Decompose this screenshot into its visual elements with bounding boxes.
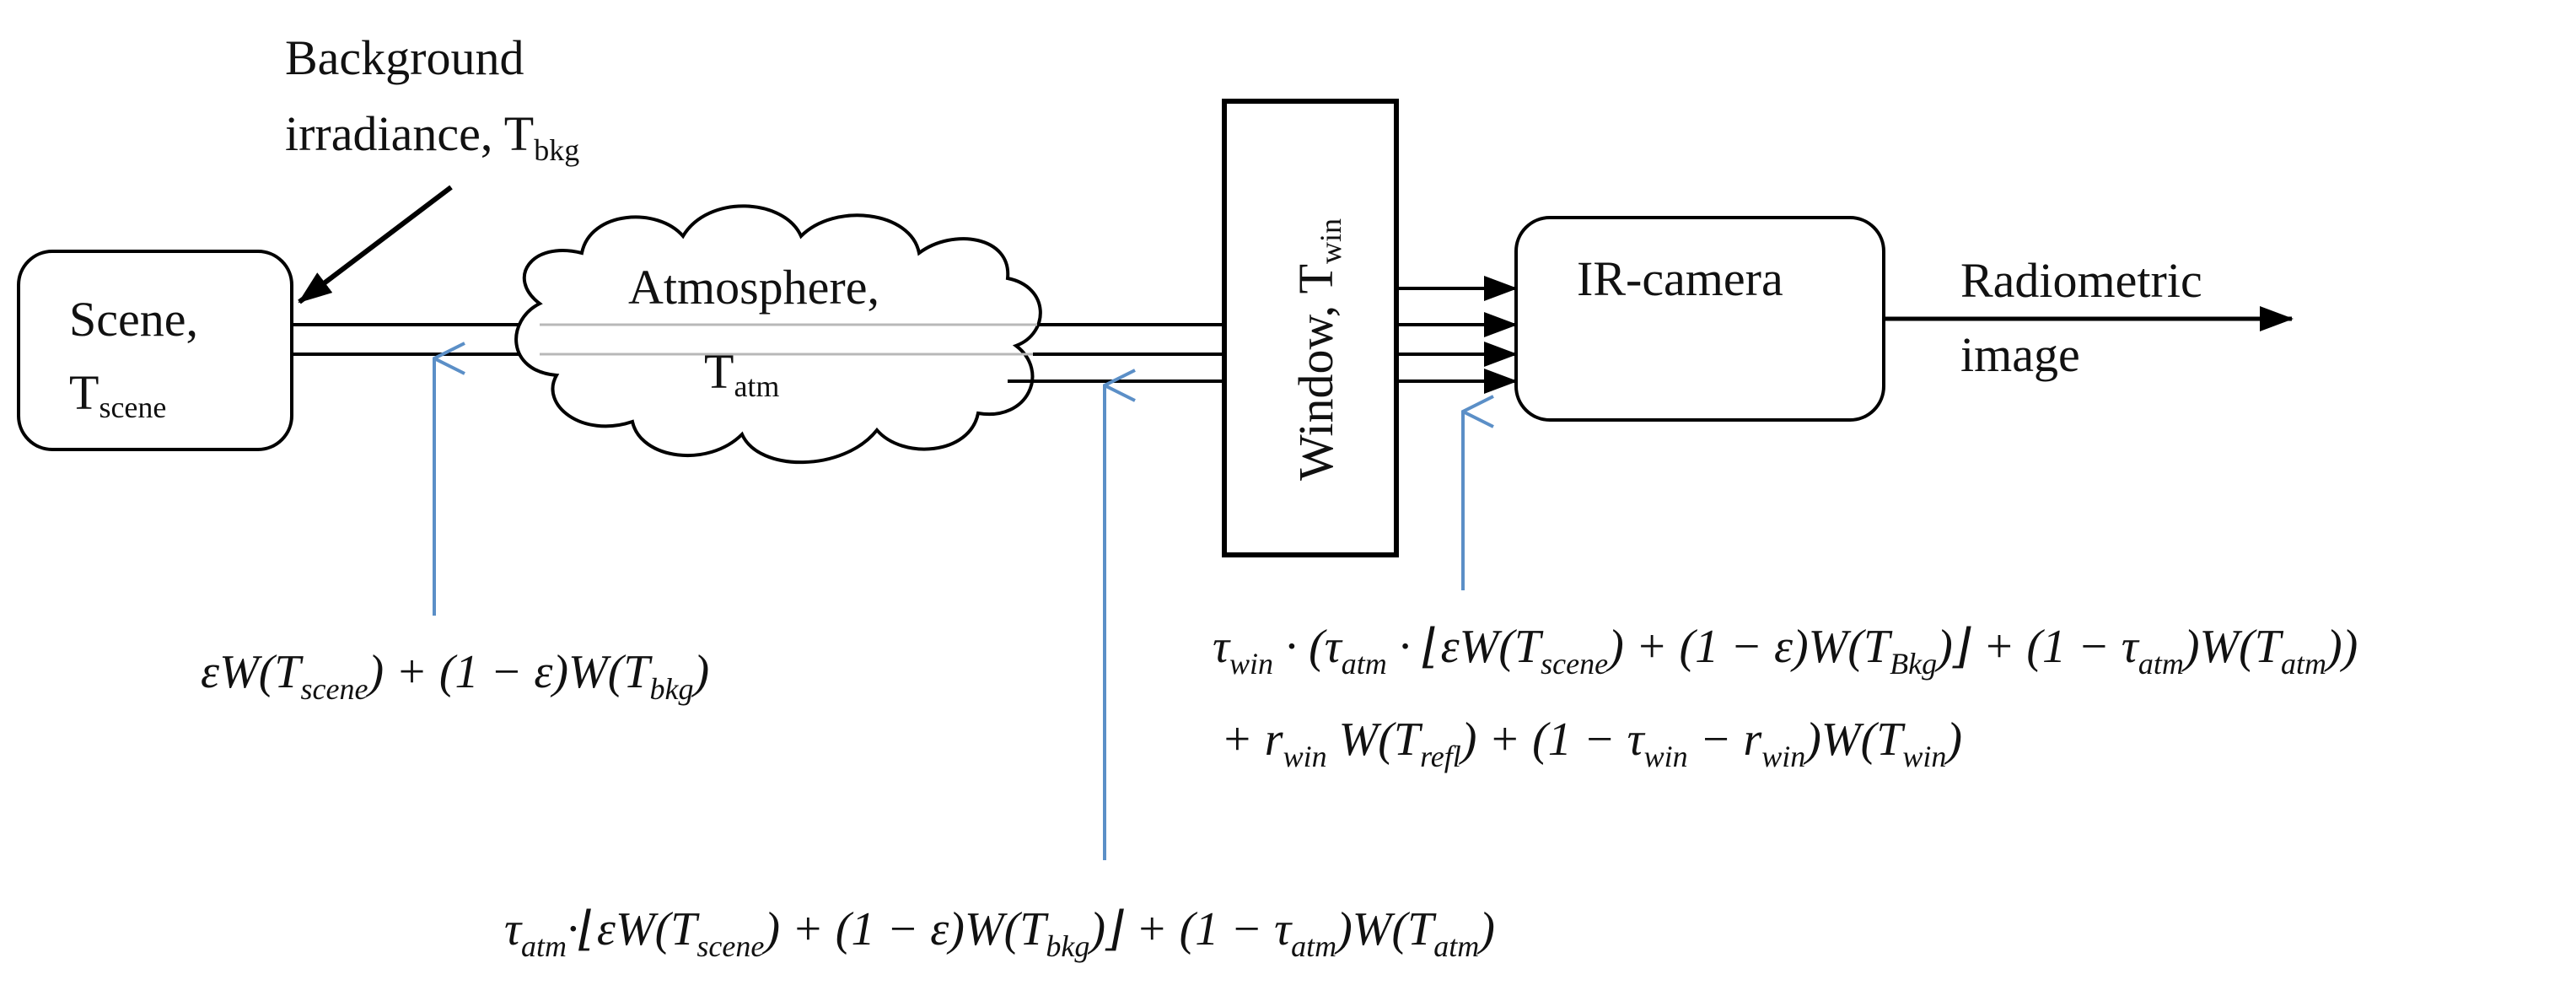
scene-label-t: T (69, 365, 99, 420)
equation-scene: εW(Tscene) + (1 − ε)W(Tbkg) (201, 646, 709, 706)
equation-window-line2: + rwin W(Trefl) + (1 − τwin − rwin)W(Twi… (1221, 713, 1962, 773)
atmosphere-label-sub: atm (734, 369, 779, 403)
scene-label-sub: scene (99, 390, 166, 424)
output-label-line2: image (1960, 327, 2080, 382)
background-label-sub: bkg (534, 133, 579, 167)
background-arrow (298, 185, 453, 304)
svg-text:irradiance, Tbkg: irradiance, Tbkg (285, 106, 579, 167)
background-irradiance-label: Background irradiance, Tbkg (285, 30, 579, 167)
atmosphere-label-line1: Atmosphere, (628, 260, 879, 315)
atmosphere-cloud (514, 204, 1042, 465)
background-label-line2: irradiance, T (285, 106, 534, 161)
svg-text:Tscene: Tscene (69, 365, 166, 424)
svg-text:Tatm: Tatm (704, 344, 779, 403)
svg-text:Window, Twin: Window, Twin (1288, 218, 1347, 481)
window-box (1222, 99, 1399, 557)
scene-label-line1: Scene, (69, 292, 198, 347)
scene-box (17, 250, 293, 451)
window-label: Window, T (1288, 264, 1343, 481)
equation-atmosphere: τatm·⌊εW(Tscene) + (1 − ε)W(Tbkg)⌋ + (1 … (504, 903, 1495, 963)
ir-camera-box (1514, 216, 1885, 422)
equation-window-line1: τwin · (τatm · ⌊εW(Tscene) + (1 − ε)W(TB… (1213, 621, 2358, 681)
output-label-line1: Radiometric (1960, 253, 2202, 308)
ir-camera-label: IR-camera (1577, 251, 1783, 306)
atmosphere-label-t: T (704, 344, 734, 399)
background-label-line1: Background (285, 30, 524, 85)
window-label-sub: win (1314, 218, 1347, 264)
